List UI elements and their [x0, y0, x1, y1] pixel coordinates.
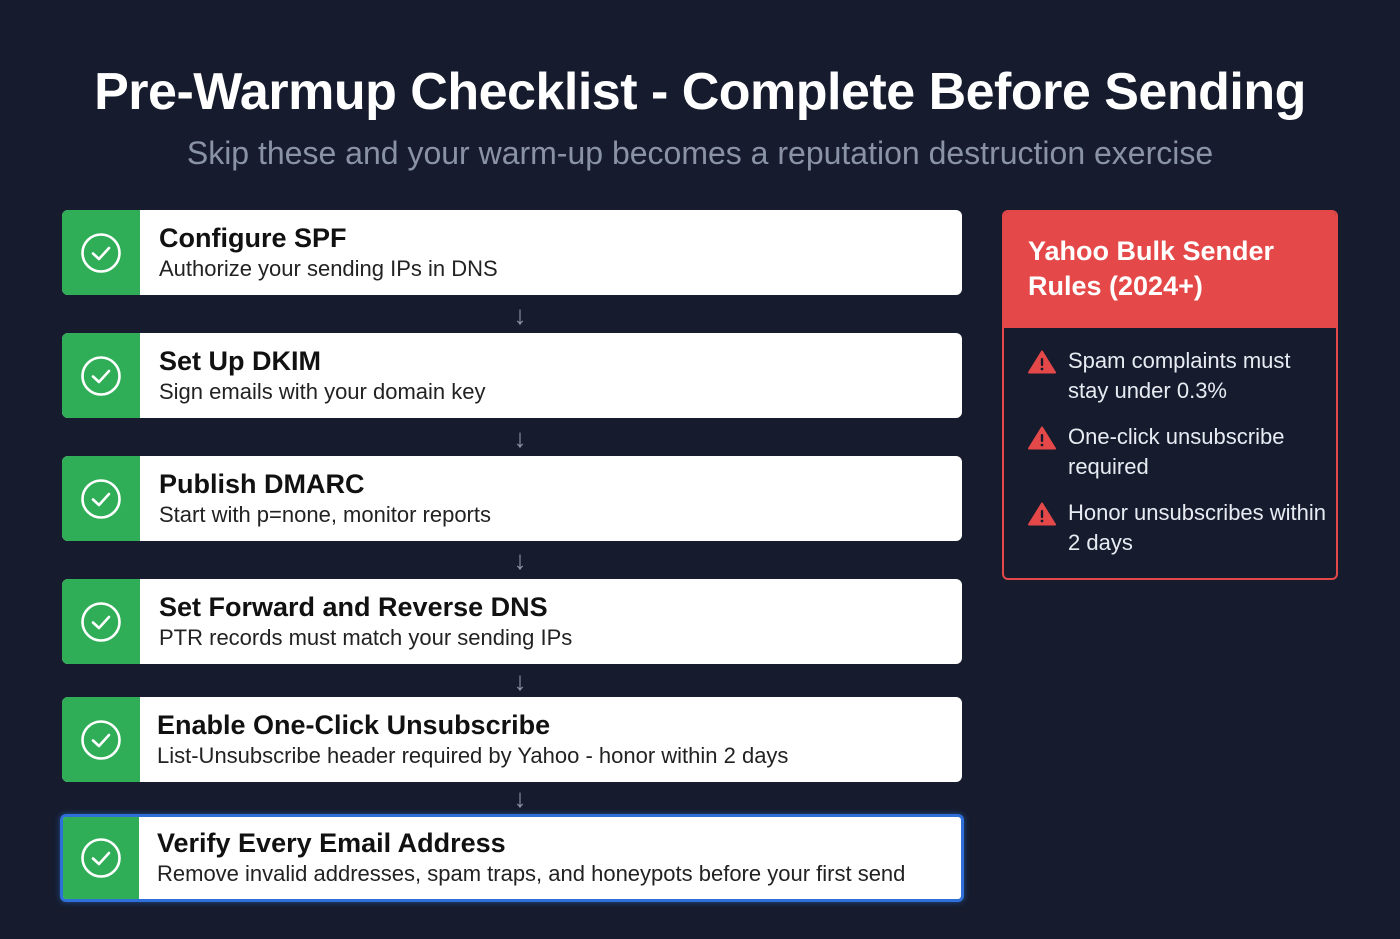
checklist-item-verify-emails: Verify Every Email Address Remove invali… [60, 814, 964, 902]
checklist-item-dmarc: Publish DMARC Start with p=none, monitor… [62, 456, 962, 541]
item-description: Sign emails with your domain key [159, 378, 486, 404]
check-circle-icon [62, 579, 140, 664]
rule-text: Honor unsubscribes within 2 days [1068, 500, 1327, 555]
item-title: Verify Every Email Address [157, 828, 506, 858]
item-title: Enable One-Click Unsubscribe [157, 709, 551, 740]
item-description: List-Unsubscribe header required by Yaho… [157, 742, 789, 768]
warning-icon [1028, 498, 1058, 558]
arrow-down-icon: ↓ [513, 423, 527, 453]
rule-item: One-click unsubscribe required [1028, 422, 1328, 482]
item-description: Authorize your sending IPs in DNS [159, 255, 498, 281]
item-title: Set Forward and Reverse DNS [159, 591, 548, 622]
rule-item: Honor unsubscribes within 2 days [1028, 498, 1328, 558]
check-circle-icon [62, 697, 140, 782]
warning-icon [1028, 422, 1058, 482]
rule-text: Spam complaints must stay under 0.3% [1068, 348, 1291, 403]
item-description: PTR records must match your sending IPs [159, 624, 573, 650]
panel-title: Yahoo Bulk Sender Rules (2024+) [1004, 212, 1336, 328]
page-title: Pre-Warmup Checklist - Complete Before S… [94, 63, 1306, 121]
checklist-item-spf: Configure SPF Authorize your sending IPs… [62, 210, 962, 295]
checklist-item-dns: Set Forward and Reverse DNS PTR records … [62, 579, 962, 664]
warning-icon [1028, 346, 1058, 406]
check-circle-icon [63, 817, 139, 899]
rule-item: Spam complaints must stay under 0.3% [1028, 346, 1328, 406]
item-title: Configure SPF [159, 222, 347, 253]
arrow-down-icon: ↓ [513, 545, 527, 575]
checklist-item-unsubscribe: Enable One-Click Unsubscribe List-Unsubs… [62, 697, 962, 782]
check-circle-icon [62, 456, 140, 541]
item-description: Start with p=none, monitor reports [159, 501, 491, 527]
rule-text: One-click unsubscribe required [1068, 424, 1285, 479]
check-circle-icon [62, 210, 140, 295]
item-title: Publish DMARC [159, 468, 365, 499]
arrow-down-icon: ↓ [513, 666, 527, 696]
item-title: Set Up DKIM [159, 345, 321, 376]
item-description: Remove invalid addresses, spam traps, an… [157, 861, 906, 886]
check-circle-icon [62, 333, 140, 418]
arrow-down-icon: ↓ [513, 300, 527, 330]
arrow-down-icon: ↓ [513, 783, 527, 813]
yahoo-rules-panel: Yahoo Bulk Sender Rules (2024+) Spam com… [1002, 210, 1338, 580]
page-subtitle: Skip these and your warm-up becomes a re… [186, 135, 1214, 171]
checklist-item-dkim: Set Up DKIM Sign emails with your domain… [62, 333, 962, 418]
